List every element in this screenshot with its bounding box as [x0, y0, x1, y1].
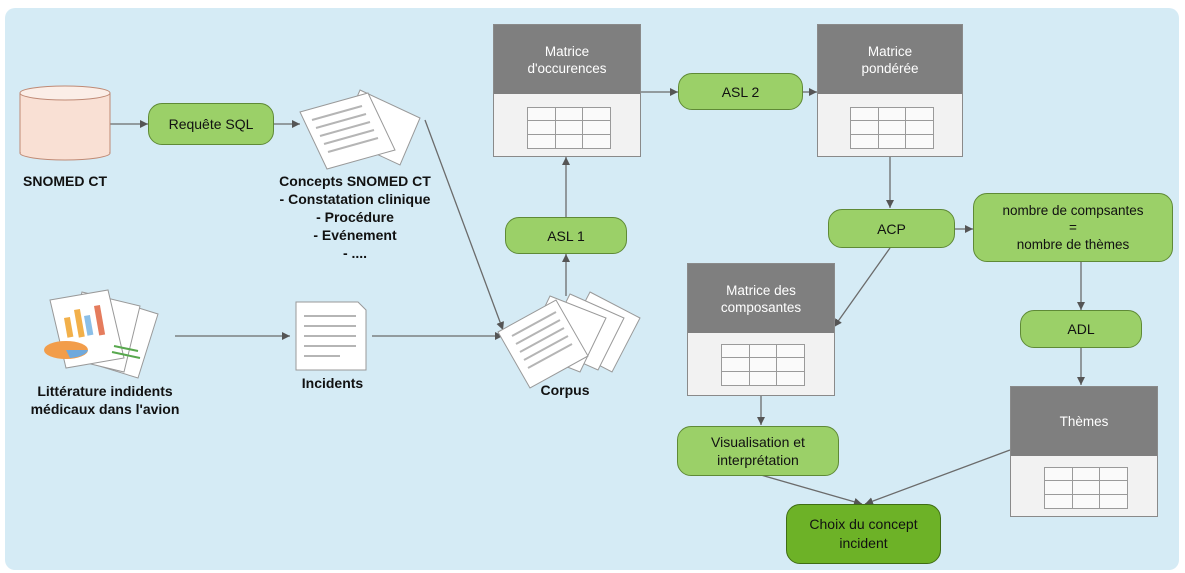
matrix-table-icon [1044, 467, 1128, 509]
matrice-occurences-title-2: d'occurences [527, 60, 607, 76]
edge-visu-choix [760, 474, 863, 506]
concepts-label: Concepts SNOMED CT - Constatation cliniq… [255, 172, 455, 262]
matrice-composantes-title-1: Matrice des [726, 282, 796, 298]
nombre-composantes-step: nombre de compsantes = nombre de thèmes [973, 193, 1173, 262]
nombre-line-3: nombre de thèmes [1016, 237, 1130, 252]
matrice-ponderee-title-1: Matrice [867, 43, 913, 59]
visualisation-line-1: Visualisation et [711, 434, 805, 450]
matrice-ponderee-title-2: pondérée [861, 60, 919, 76]
snomed-label: SNOMED CT [23, 173, 107, 189]
themes-matrix: Thèmes [1010, 386, 1158, 517]
database-icon [19, 85, 111, 161]
acp-step: ACP [828, 209, 955, 248]
matrix-table-icon [527, 107, 611, 149]
literature-charts-icon [44, 289, 159, 379]
matrice-occurences-title-1: Matrice [544, 43, 590, 59]
edge-acp-matrice-comp [833, 247, 891, 328]
literature-label-line-1: Littérature indidents [37, 383, 173, 399]
matrix-table-icon [850, 107, 934, 149]
incidents-label: Incidents [301, 375, 364, 391]
themes-header: Thèmes [1011, 387, 1157, 456]
corpus-documents-icon [497, 291, 641, 389]
edge-themes-choix [864, 449, 1011, 505]
asl2-step: ASL 2 [678, 73, 803, 110]
requete-sql-step: Requête SQL [148, 103, 274, 145]
corpus-label: Corpus [540, 382, 590, 398]
asl1-step: ASL 1 [505, 217, 627, 254]
concepts-line-1: Concepts SNOMED CT [279, 173, 431, 189]
concepts-documents-icon [299, 89, 421, 170]
nombre-line-2: = [1069, 220, 1077, 235]
matrix-table-icon [721, 344, 805, 386]
literature-label: Littérature indidents médicaux dans l'av… [10, 382, 200, 418]
choix-line-2: incident [839, 535, 888, 551]
incidents-document-icon [295, 301, 367, 371]
choix-line-1: Choix du concept [809, 516, 918, 532]
adl-step: ADL [1020, 310, 1142, 348]
concepts-line-4: - Evénement [313, 227, 397, 243]
concepts-line-3: - Procédure [316, 209, 394, 225]
edge-concepts-corpus [424, 119, 504, 331]
choix-concept-step: Choix du concept incident [786, 504, 941, 564]
nombre-line-1: nombre de compsantes [1002, 203, 1144, 218]
concepts-line-5: - .... [342, 245, 368, 261]
literature-label-line-2: médicaux dans l'avion [30, 401, 180, 417]
matrice-composantes-title-2: composantes [720, 299, 802, 315]
visualisation-step: Visualisation et interprétation [677, 426, 839, 476]
concepts-line-2: - Constatation clinique [279, 191, 431, 207]
visualisation-line-2: interprétation [717, 452, 799, 468]
